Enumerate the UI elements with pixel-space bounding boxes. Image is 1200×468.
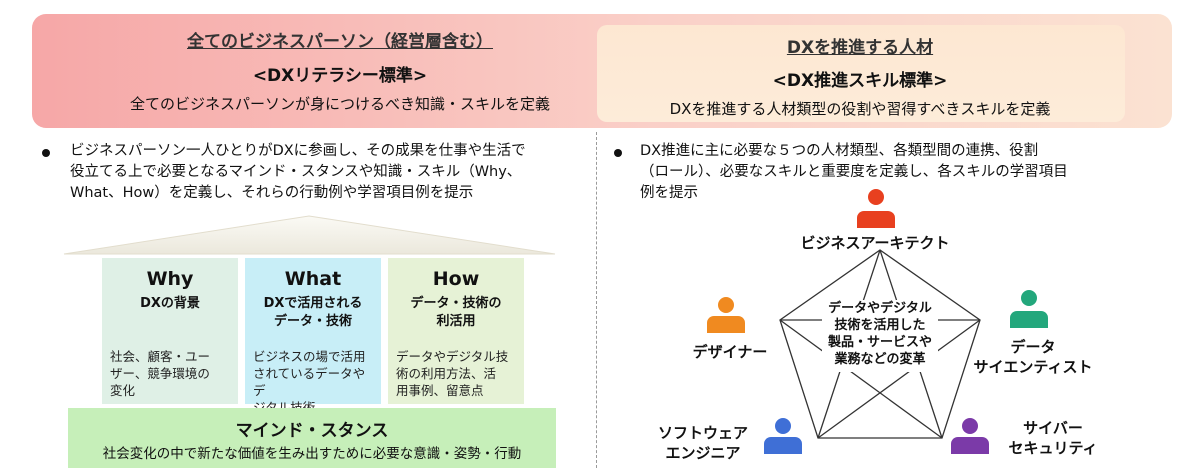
literacy-standard-title: <DXリテラシー標準> [252, 66, 428, 86]
bullet-line: 例を提示 [640, 185, 698, 201]
person-icon [857, 189, 895, 228]
foundation-description: 社会変化の中で新たな価値を生み出すために必要な意識・姿勢・行動 [102, 446, 522, 462]
role-cyber-security: サイバーセキュリティ [1008, 419, 1098, 457]
pillar-title: Why [146, 268, 194, 290]
dx-talent-title: DXを推進する人材 [786, 38, 934, 58]
role-business-architect: ビジネスアーキテクト [800, 234, 950, 252]
column-divider [596, 132, 597, 468]
foundation-title: マインド・スタンス [235, 421, 389, 441]
role-designer: デザイナー [692, 343, 768, 361]
bullet-line: （ロール）、必要なスキルと重要度を定義し、各スキルの学習項目 [640, 164, 1068, 180]
bullet-line: DX推進に主に必要な５つの人材類型、各類型間の連携、役割 [640, 143, 1039, 159]
role-data-scientist: データサイエンティスト [973, 338, 1093, 376]
dx-skill-standard-title: <DX推進スキル標準> [772, 71, 948, 91]
person-icon [707, 297, 745, 333]
pillar-description: ビジネスの場で活用されているデータやデジタル技術 [253, 349, 366, 415]
person-icon [951, 418, 989, 454]
house-roof [63, 215, 556, 255]
talent-pentagon-diagram [707, 189, 1048, 454]
pillar-title: How [432, 268, 480, 290]
pillar-description: 社会、顧客・ユーザー、競争環境の変化 [110, 349, 211, 398]
pillar-description: データやデジタル技術の利用方法、活用事例、留意点 [396, 349, 509, 398]
bullet-line: 役立てる上で必要となるマインド・スタンスや知識・スキル（Why、 [70, 164, 522, 180]
bullet-dot [42, 149, 50, 157]
literacy-standard-description: 全てのビジネスパーソンが身につけるべき知識・スキルを定義 [129, 95, 550, 113]
mind-stance-foundation: マインド・スタンス 社会変化の中で新たな価値を生み出すために必要な意識・姿勢・行… [68, 408, 556, 468]
dx-skill-bullet-text: DX推進に主に必要な５つの人材類型、各類型間の連携、役割 （ロール）、必要なスキ… [640, 141, 1160, 204]
pillar-title: What [284, 268, 342, 290]
literacy-bullet-text: ビジネスパーソン一人ひとりがDXに参画し、その成果を仕事や生活で 役立てる上で必… [70, 141, 570, 204]
person-icon [764, 418, 802, 454]
center-label-bg [822, 300, 938, 372]
pillar-how: How データ・技術の利活用 データやデジタル技術の利用方法、活用事例、留意点 [388, 258, 524, 404]
person-icon [1010, 290, 1048, 328]
pillar-subtitle: DXの背景 [140, 296, 200, 311]
transformation-center-label: データやデジタル技術を活用した製品・サービスや業務などの変革 [827, 301, 932, 367]
pillar-subtitle: データ・技術の利活用 [410, 296, 502, 329]
header-right-box [597, 25, 1125, 122]
dx-skill-standard-description: DXを推進する人材類型の役割や習得すべきスキルを定義 [669, 100, 1051, 118]
literacy-audience-title: 全てのビジネスパーソン（経営層含む） [187, 32, 493, 52]
bullet-dot [614, 149, 622, 157]
pillar-why: Why DXの背景 社会、顧客・ユーザー、競争環境の変化 [102, 258, 238, 404]
role-software-engineer: ソフトウェアエンジニア [657, 424, 748, 462]
pillar-subtitle: DXで活用されるデータ・技術 [263, 296, 363, 329]
bullet-line: ビジネスパーソン一人ひとりがDXに参画し、その成果を仕事や生活で [70, 143, 526, 159]
bullet-line: What、How）を定義し、それらの行動例や学習項目例を提示 [70, 185, 474, 201]
